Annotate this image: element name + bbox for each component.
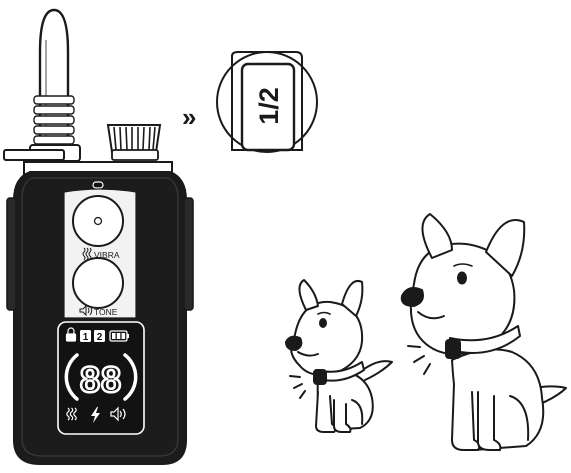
remote-transmitter: VIBRA TONE 1	[3, 8, 194, 465]
channel-switch[interactable]	[240, 62, 296, 152]
channel-indicator-2: 2	[94, 330, 105, 343]
lightning-icon	[91, 407, 100, 423]
antenna	[29, 8, 81, 162]
vibra-label: VIBRA	[94, 250, 120, 260]
belt-clip	[3, 149, 65, 161]
svg-text:1: 1	[83, 332, 89, 343]
small-dog-nose	[285, 335, 303, 351]
speaker-icon	[79, 304, 93, 317]
right-side-button[interactable]	[183, 197, 194, 311]
small-dog-eye	[319, 318, 327, 328]
channel-switch-callout: 1/2	[216, 51, 318, 153]
left-side-button[interactable]	[6, 197, 17, 311]
rotary-knob[interactable]	[106, 124, 162, 161]
channel-indicator-1: 1	[80, 330, 91, 343]
large-dog-nose	[400, 287, 424, 307]
vibration-icon	[66, 407, 77, 421]
lock-icon	[65, 327, 77, 342]
large-dog-bark-lines	[407, 345, 431, 375]
small-dog-bark-lines	[289, 375, 306, 399]
large-dog-collar-receiver	[445, 339, 461, 359]
tone-label-group: TONE	[79, 304, 118, 317]
speaker-icon	[110, 406, 126, 422]
callout-arrow: »	[182, 102, 196, 132]
indicator-led	[92, 181, 104, 189]
lcd-screen: 1 2 88	[57, 321, 145, 435]
channel-switch-label: 1/2	[254, 87, 284, 125]
small-dog	[285, 279, 393, 433]
large-dog-eye	[457, 271, 467, 285]
large-dog	[400, 213, 567, 451]
level-display: 88	[80, 359, 122, 400]
level-arc-left	[64, 353, 79, 401]
switch-housing	[231, 51, 303, 151]
level-arc-right	[123, 353, 138, 401]
small-dog-head	[290, 300, 364, 376]
tone-button[interactable]	[72, 257, 124, 309]
tone-label: TONE	[94, 307, 118, 317]
large-dog-collar	[449, 325, 521, 354]
small-dog-collar-receiver	[313, 369, 327, 385]
battery-icon	[109, 330, 129, 342]
vibra-button[interactable]	[72, 195, 124, 247]
svg-text:2: 2	[97, 332, 103, 343]
